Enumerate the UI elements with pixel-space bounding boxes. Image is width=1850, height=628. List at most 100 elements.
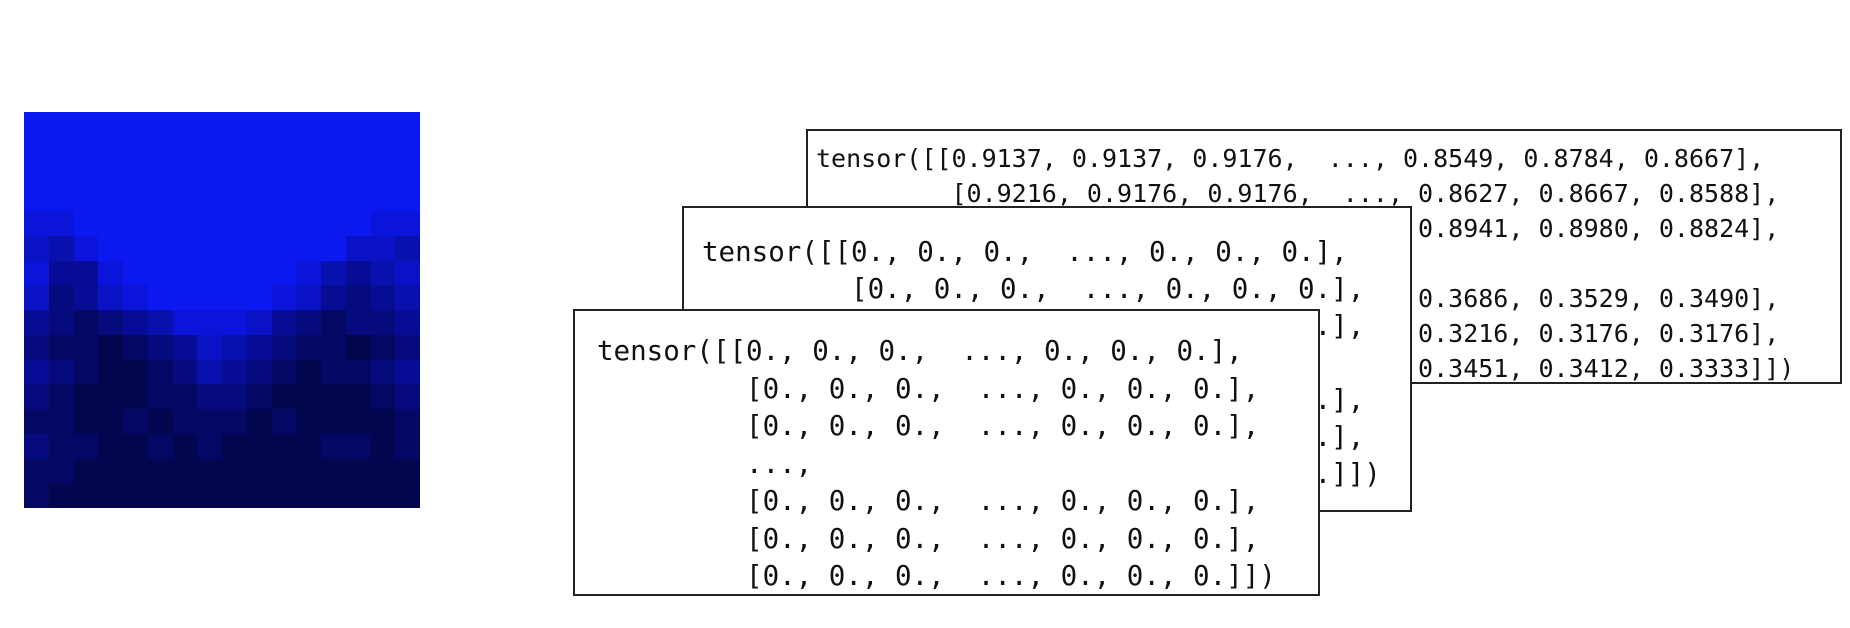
pixel-cell	[321, 112, 346, 137]
pixel-cell	[24, 310, 49, 335]
pixel-cell	[123, 235, 148, 261]
pixel-cell	[24, 384, 49, 409]
pixel-cell	[345, 359, 371, 385]
pixel-cell	[98, 458, 123, 484]
pixel-cell	[395, 211, 420, 236]
pixel-cell	[98, 359, 123, 385]
pixel-cell	[98, 384, 123, 409]
pixel-cell	[123, 136, 148, 162]
pixel-cell	[370, 136, 396, 162]
pixel-cell	[345, 310, 371, 335]
pixel-cell	[48, 112, 74, 137]
pixel-cell	[172, 310, 198, 335]
pixel-cell	[172, 359, 198, 385]
pixel-cell	[271, 384, 297, 409]
pixel-cell	[197, 211, 222, 236]
pixel-cell	[73, 260, 99, 286]
pixel-cell	[98, 211, 123, 236]
pixel-cell	[98, 334, 123, 360]
pixel-cell	[271, 186, 297, 211]
pixel-cell	[24, 359, 49, 385]
pixel-cell	[222, 384, 247, 409]
pixel-cell	[197, 136, 222, 162]
pixel-cell	[197, 161, 222, 187]
pixel-cell	[395, 334, 420, 360]
pixel-cell	[123, 359, 148, 385]
tensor-box-front: tensor([[0., 0., 0., ..., 0., 0., 0.], […	[573, 309, 1320, 596]
pixel-cell	[370, 458, 396, 484]
pixel-cell	[123, 260, 148, 286]
pixel-cell	[172, 112, 198, 137]
pixel-cell	[246, 136, 272, 162]
pixel-cell	[222, 458, 247, 484]
pixel-cell	[370, 334, 396, 360]
pixel-cell	[321, 285, 346, 310]
pixel-cell	[345, 186, 371, 211]
pixel-cell	[246, 359, 272, 385]
pixel-cell	[246, 112, 272, 137]
pixel-cell	[123, 285, 148, 310]
pixel-cell	[73, 186, 99, 211]
pixel-cell	[395, 384, 420, 409]
pixel-cell	[246, 211, 272, 236]
pixel-cell	[222, 409, 247, 434]
pixel-cell	[172, 235, 198, 261]
pixel-cell	[147, 359, 173, 385]
pixel-cell	[345, 409, 371, 434]
pixel-cell	[197, 235, 222, 261]
pixel-cell	[123, 433, 148, 459]
pixel-cell	[395, 136, 420, 162]
pixel-cell	[98, 483, 123, 508]
pixel-cell	[222, 285, 247, 310]
pixel-cell	[395, 161, 420, 187]
pixel-cell	[73, 161, 99, 187]
pixel-cell	[48, 211, 74, 236]
pixel-cell	[296, 260, 321, 286]
pixel-cell	[98, 235, 123, 261]
pixel-cell	[48, 285, 74, 310]
pixel-cell	[271, 334, 297, 360]
pixel-cell	[246, 285, 272, 310]
pixel-cell	[271, 285, 297, 310]
pixel-cell	[222, 112, 247, 137]
pixel-cell	[395, 359, 420, 385]
pixel-cell	[222, 260, 247, 286]
pixel-cell	[271, 235, 297, 261]
pixel-cell	[222, 235, 247, 261]
pixel-cell	[246, 433, 272, 459]
pixel-cell	[123, 211, 148, 236]
pixel-cell	[395, 186, 420, 211]
pixel-cell	[24, 458, 49, 484]
pixel-cell	[370, 483, 396, 508]
pixel-cell	[296, 409, 321, 434]
pixel-cell	[370, 285, 396, 310]
pixel-cell	[296, 310, 321, 335]
pixel-cell	[123, 310, 148, 335]
pixel-cell	[172, 260, 198, 286]
pixel-cell	[321, 186, 346, 211]
pixel-cell	[321, 260, 346, 286]
pixel-cell	[271, 409, 297, 434]
pixel-cell	[98, 409, 123, 434]
pixel-cell	[296, 458, 321, 484]
pixel-cell	[197, 458, 222, 484]
pixel-cell	[24, 285, 49, 310]
pixel-cell	[370, 161, 396, 187]
pixel-cell	[321, 310, 346, 335]
pixel-cell	[48, 384, 74, 409]
pixel-cell	[24, 112, 49, 137]
pixel-cell	[395, 310, 420, 335]
pixel-cell	[296, 136, 321, 162]
pixel-cell	[123, 483, 148, 508]
pixel-cell	[48, 334, 74, 360]
pixel-cell	[73, 112, 99, 137]
pixel-cell	[222, 334, 247, 360]
pixel-cell	[395, 409, 420, 434]
pixel-cell	[395, 285, 420, 310]
tensor-text-front: tensor([[0., 0., 0., ..., 0., 0., 0.], […	[597, 335, 1276, 592]
pixel-cell	[321, 211, 346, 236]
pixel-cell	[271, 433, 297, 459]
pixel-cell	[246, 483, 272, 508]
pixel-cell	[395, 235, 420, 261]
pixel-cell	[197, 112, 222, 137]
